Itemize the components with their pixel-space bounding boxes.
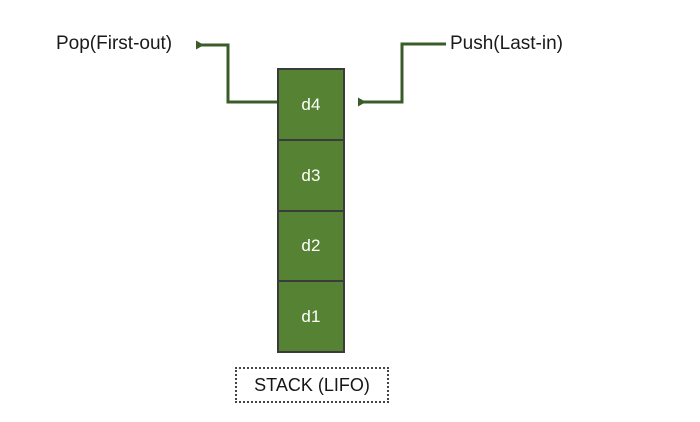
stack-cell-d3: d3 <box>279 140 343 212</box>
pop-connector <box>196 40 277 104</box>
stack-caption-box: STACK (LIFO) <box>235 367 389 403</box>
stack-cell-label: d1 <box>301 307 321 327</box>
pop-label: Pop(First-out) <box>56 33 173 54</box>
push-label: Push(Last-in) <box>450 33 563 54</box>
stack-cell-d4: d4 <box>279 70 343 141</box>
stack-cell-label: d3 <box>301 165 321 185</box>
stack-cell-label: d2 <box>301 236 321 256</box>
stack-cell-label: d4 <box>301 94 321 114</box>
stack-caption-text: STACK (LIFO) <box>254 375 370 395</box>
stack-column: d4 d3 d2 d1 <box>277 68 345 353</box>
push-connector <box>358 42 446 107</box>
stack-cell-d1: d1 <box>279 282 343 351</box>
stack-cell-d2: d2 <box>279 211 343 283</box>
